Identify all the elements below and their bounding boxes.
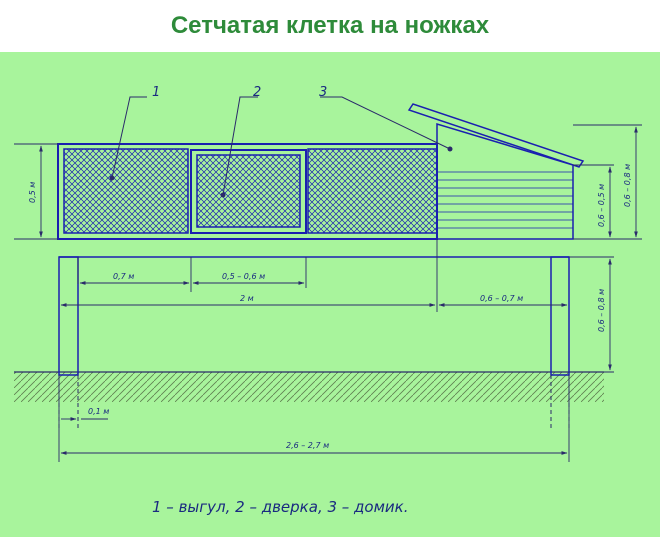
page-title: Сетчатая клетка на ножках xyxy=(170,12,490,39)
callout-2-label: 2 xyxy=(253,85,261,100)
callout-1-label: 1 xyxy=(152,85,160,100)
callout-leaders xyxy=(111,96,451,196)
dim-section-width: 0,7 м xyxy=(113,272,134,281)
dim-house-total-height: 0,6 – 0,8 м xyxy=(623,164,632,207)
dimension-lines xyxy=(14,124,642,462)
dim-leg-height: 0,6 – 0,8 м xyxy=(597,289,606,332)
background-panel xyxy=(0,52,660,537)
drawing-panel: 1 2 3 0,5 м 0,6 – 0,5 м 0,6 – 0,8 м 0,6 … xyxy=(0,52,660,537)
dim-run-length: 2 м xyxy=(240,294,254,303)
ground xyxy=(14,371,604,402)
dim-leg-depth: 0,1 м xyxy=(88,407,109,416)
dim-total-length: 2,6 – 2,7 м xyxy=(286,441,329,450)
dim-house-length: 0,6 – 0,7 м xyxy=(480,294,523,303)
door xyxy=(190,149,307,234)
mesh-run xyxy=(57,143,438,240)
house-roof xyxy=(407,103,585,168)
dim-door-width: 0,5 – 0,6 м xyxy=(222,272,265,281)
callout-dots xyxy=(109,146,453,198)
dim-house-height: 0,6 – 0,5 м xyxy=(597,184,606,227)
dim-cage-height: 0,5 м xyxy=(28,182,37,203)
callout-3-label: 3 xyxy=(319,85,327,100)
legend-text: 1 – выгул, 2 – дверка, 3 – домик. xyxy=(152,498,409,516)
cage-legs xyxy=(58,256,570,376)
